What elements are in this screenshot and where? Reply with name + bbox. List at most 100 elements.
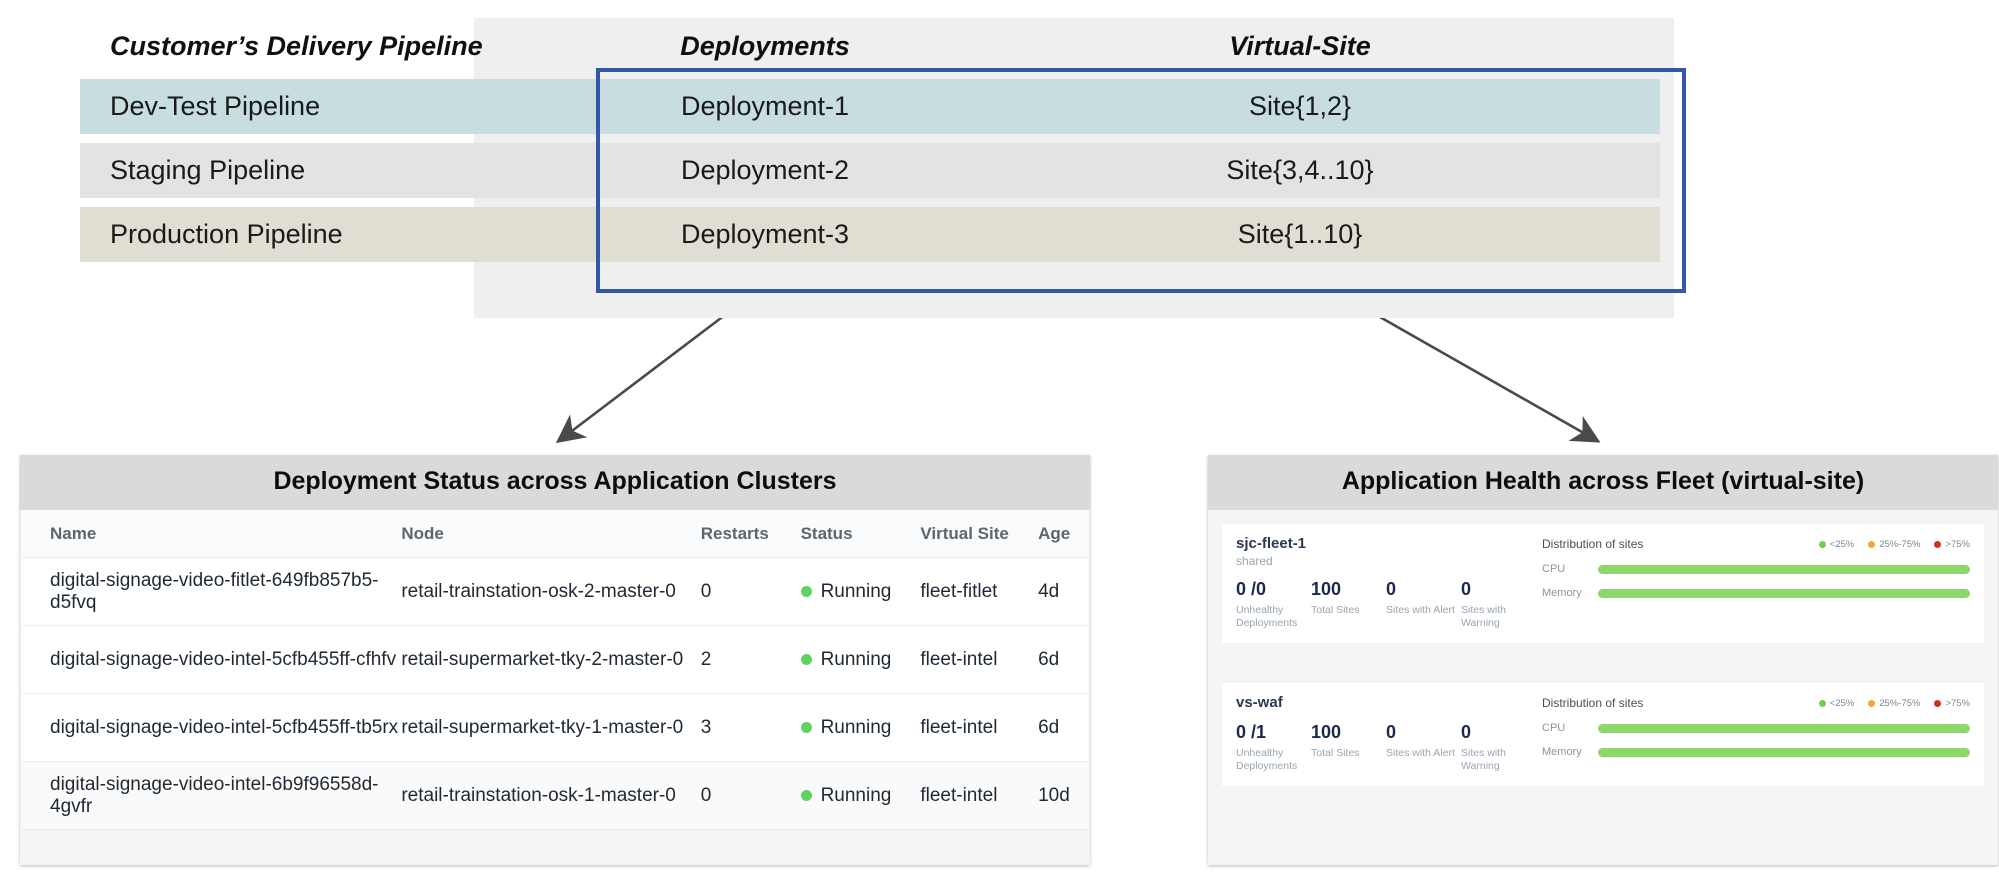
- status-label: Running: [820, 716, 892, 738]
- stat-value: 100: [1311, 579, 1342, 599]
- distribution-section: Distribution of sites <25% 25%-75%: [1536, 694, 1970, 773]
- pipeline-header-virtual-site: Virtual-Site: [1229, 30, 1371, 61]
- cell-node: retail-trainstation-osk-2-master-0: [401, 580, 676, 602]
- cell-age: 10d: [1038, 784, 1070, 806]
- deployment-status-card: Deployment Status across Application Clu…: [20, 455, 1090, 865]
- cell-restarts: 0: [700, 784, 712, 806]
- pipeline-row-production[interactable]: Production Pipeline Deployment-3 Site{1.…: [80, 207, 1660, 262]
- legend-item-mid: 25%-75%: [1868, 539, 1920, 550]
- pipeline-virtual-site: Site{1..10}: [1237, 219, 1363, 249]
- cell-status: Running: [800, 648, 921, 671]
- table-row[interactable]: digital-signage-video-fitlet-649fb857b5-…: [22, 558, 1088, 626]
- fleet-summary: vs-waf 0 /1 Unhealthy Deployments 100 To…: [1236, 694, 1536, 773]
- legend-dot-icon: [1868, 699, 1876, 707]
- legend-label: >75%: [1945, 538, 1970, 550]
- distribution-legend: <25% 25%-75% >75%: [1818, 538, 1970, 550]
- stat-value: 0: [1461, 579, 1472, 599]
- list-item[interactable]: sjc-fleet-1 shared 0 /0 Unhealthy Deploy…: [1222, 524, 1984, 644]
- pipeline-virtual-site: Site{3,4..10}: [1226, 155, 1374, 185]
- bar-label-memory: Memory: [1542, 587, 1582, 599]
- cell-age: 6d: [1038, 648, 1060, 670]
- pipeline-table: Customer’s Delivery Pipeline Deployments…: [80, 18, 1686, 293]
- stat-label: Sites with Warning: [1461, 746, 1506, 772]
- pipeline-row-dev-test[interactable]: Dev-Test Pipeline Deployment-1 Site{1,2}: [80, 79, 1660, 134]
- cpu-bar-row: CPU: [1542, 563, 1970, 575]
- cell-status: Running: [800, 580, 921, 603]
- legend-label: 25%-75%: [1879, 538, 1921, 550]
- distribution-section: Distribution of sites <25% 25%-75%: [1536, 535, 1970, 630]
- cpu-bar-fill: [1598, 564, 1970, 574]
- pipeline-row-staging[interactable]: Staging Pipeline Deployment-2 Site{3,4..…: [80, 143, 1660, 198]
- memory-bar-fill: [1598, 747, 1970, 757]
- cpu-bar-track: [1598, 723, 1970, 733]
- distribution-title: Distribution of sites: [1542, 537, 1644, 551]
- table-row[interactable]: digital-signage-video-intel-5cfb455ff-cf…: [22, 626, 1088, 694]
- status-label: Running: [820, 784, 892, 806]
- legend-label: 25%-75%: [1879, 697, 1921, 709]
- cell-restarts: 3: [700, 716, 712, 738]
- legend-dot-icon: [1818, 540, 1826, 548]
- stat-label: Unhealthy Deployments: [1236, 603, 1298, 629]
- cell-restarts: 2: [700, 648, 712, 670]
- distribution-title: Distribution of sites: [1542, 696, 1644, 711]
- stat-sites-with-alert: 0 Sites with Alert: [1386, 722, 1461, 773]
- legend-dot-icon: [1934, 540, 1942, 548]
- list-item[interactable]: vs-waf 0 /1 Unhealthy Deployments 100 To…: [1222, 683, 1984, 787]
- stat-value: 100: [1311, 722, 1342, 743]
- memory-bar-row: Memory: [1542, 746, 1970, 758]
- table-row[interactable]: digital-signage-video-intel-6b9f96558d-4…: [22, 762, 1088, 830]
- column-header-name: Name: [50, 523, 97, 543]
- pipeline-deployment: Deployment-2: [680, 155, 850, 185]
- stat-label: Sites with Warning: [1461, 603, 1506, 629]
- column-header-node: Node: [401, 523, 444, 543]
- cpu-bar-track: [1598, 564, 1970, 574]
- status-label: Running: [820, 580, 892, 602]
- fleet-subtitle: shared: [1236, 554, 1273, 568]
- stat-value: 0 /1: [1236, 722, 1267, 743]
- deployment-table-header: Name Node Restarts Status Virtual Site A…: [22, 510, 1088, 558]
- stat-label: Unhealthy Deployments: [1236, 746, 1298, 772]
- memory-bar-row: Memory: [1542, 587, 1970, 599]
- stat-total-sites: 100 Total Sites: [1311, 579, 1386, 630]
- legend-dot-icon: [1818, 699, 1826, 707]
- column-header-status: Status: [800, 523, 853, 543]
- stat-value: 0: [1386, 722, 1397, 743]
- stat-value: 0 /0: [1236, 579, 1267, 599]
- pipeline-virtual-site: Site{1,2}: [1248, 91, 1352, 121]
- pipeline-header-row: Customer’s Delivery Pipeline Deployments…: [80, 18, 1660, 74]
- status-dot-icon: [800, 790, 812, 801]
- table-row[interactable]: digital-signage-video-intel-5cfb455ff-tb…: [22, 694, 1088, 762]
- cell-status: Running: [800, 784, 921, 807]
- pipeline-header-customer: Customer’s Delivery Pipeline: [110, 30, 483, 61]
- stat-label: Sites with Alert: [1386, 746, 1455, 759]
- fleet-name: sjc-fleet-1: [1236, 535, 1307, 552]
- pipeline-deployment: Deployment-1: [680, 91, 850, 121]
- cell-status: Running: [800, 716, 921, 739]
- bar-label-cpu: CPU: [1542, 722, 1566, 735]
- status-label: Running: [820, 648, 892, 670]
- fleet-name: vs-waf: [1236, 694, 1283, 712]
- legend-item-high: >75%: [1934, 698, 1970, 709]
- cell-node: retail-supermarket-tky-1-master-0: [401, 716, 684, 738]
- stat-label: Total Sites: [1311, 603, 1360, 616]
- pipeline-name: Staging Pipeline: [110, 155, 306, 185]
- cell-restarts: 0: [700, 580, 712, 602]
- pipeline-header-deployments: Deployments: [680, 30, 850, 61]
- pipeline-name: Dev-Test Pipeline: [110, 91, 321, 121]
- cell-virtual-site: fleet-intel: [920, 716, 998, 738]
- distribution-header: Distribution of sites <25% 25%-75%: [1542, 696, 1970, 710]
- deployment-table: Name Node Restarts Status Virtual Site A…: [20, 510, 1090, 844]
- status-dot-icon: [800, 722, 812, 733]
- cell-age: 4d: [1038, 580, 1060, 602]
- status-dot-icon: [800, 654, 812, 665]
- column-header-restarts: Restarts: [700, 523, 769, 543]
- pipeline-name: Production Pipeline: [110, 219, 343, 249]
- cell-node: retail-trainstation-osk-1-master-0: [401, 784, 676, 806]
- memory-bar-fill: [1598, 588, 1970, 598]
- fleet-list: sjc-fleet-1 shared 0 /0 Unhealthy Deploy…: [1208, 510, 1998, 787]
- legend-item-low: <25%: [1818, 539, 1854, 550]
- column-header-age: Age: [1038, 523, 1071, 543]
- stat-sites-with-warning: 0 Sites with Warning: [1461, 579, 1536, 630]
- cpu-bar-fill: [1598, 723, 1970, 733]
- legend-label: <25%: [1829, 697, 1855, 709]
